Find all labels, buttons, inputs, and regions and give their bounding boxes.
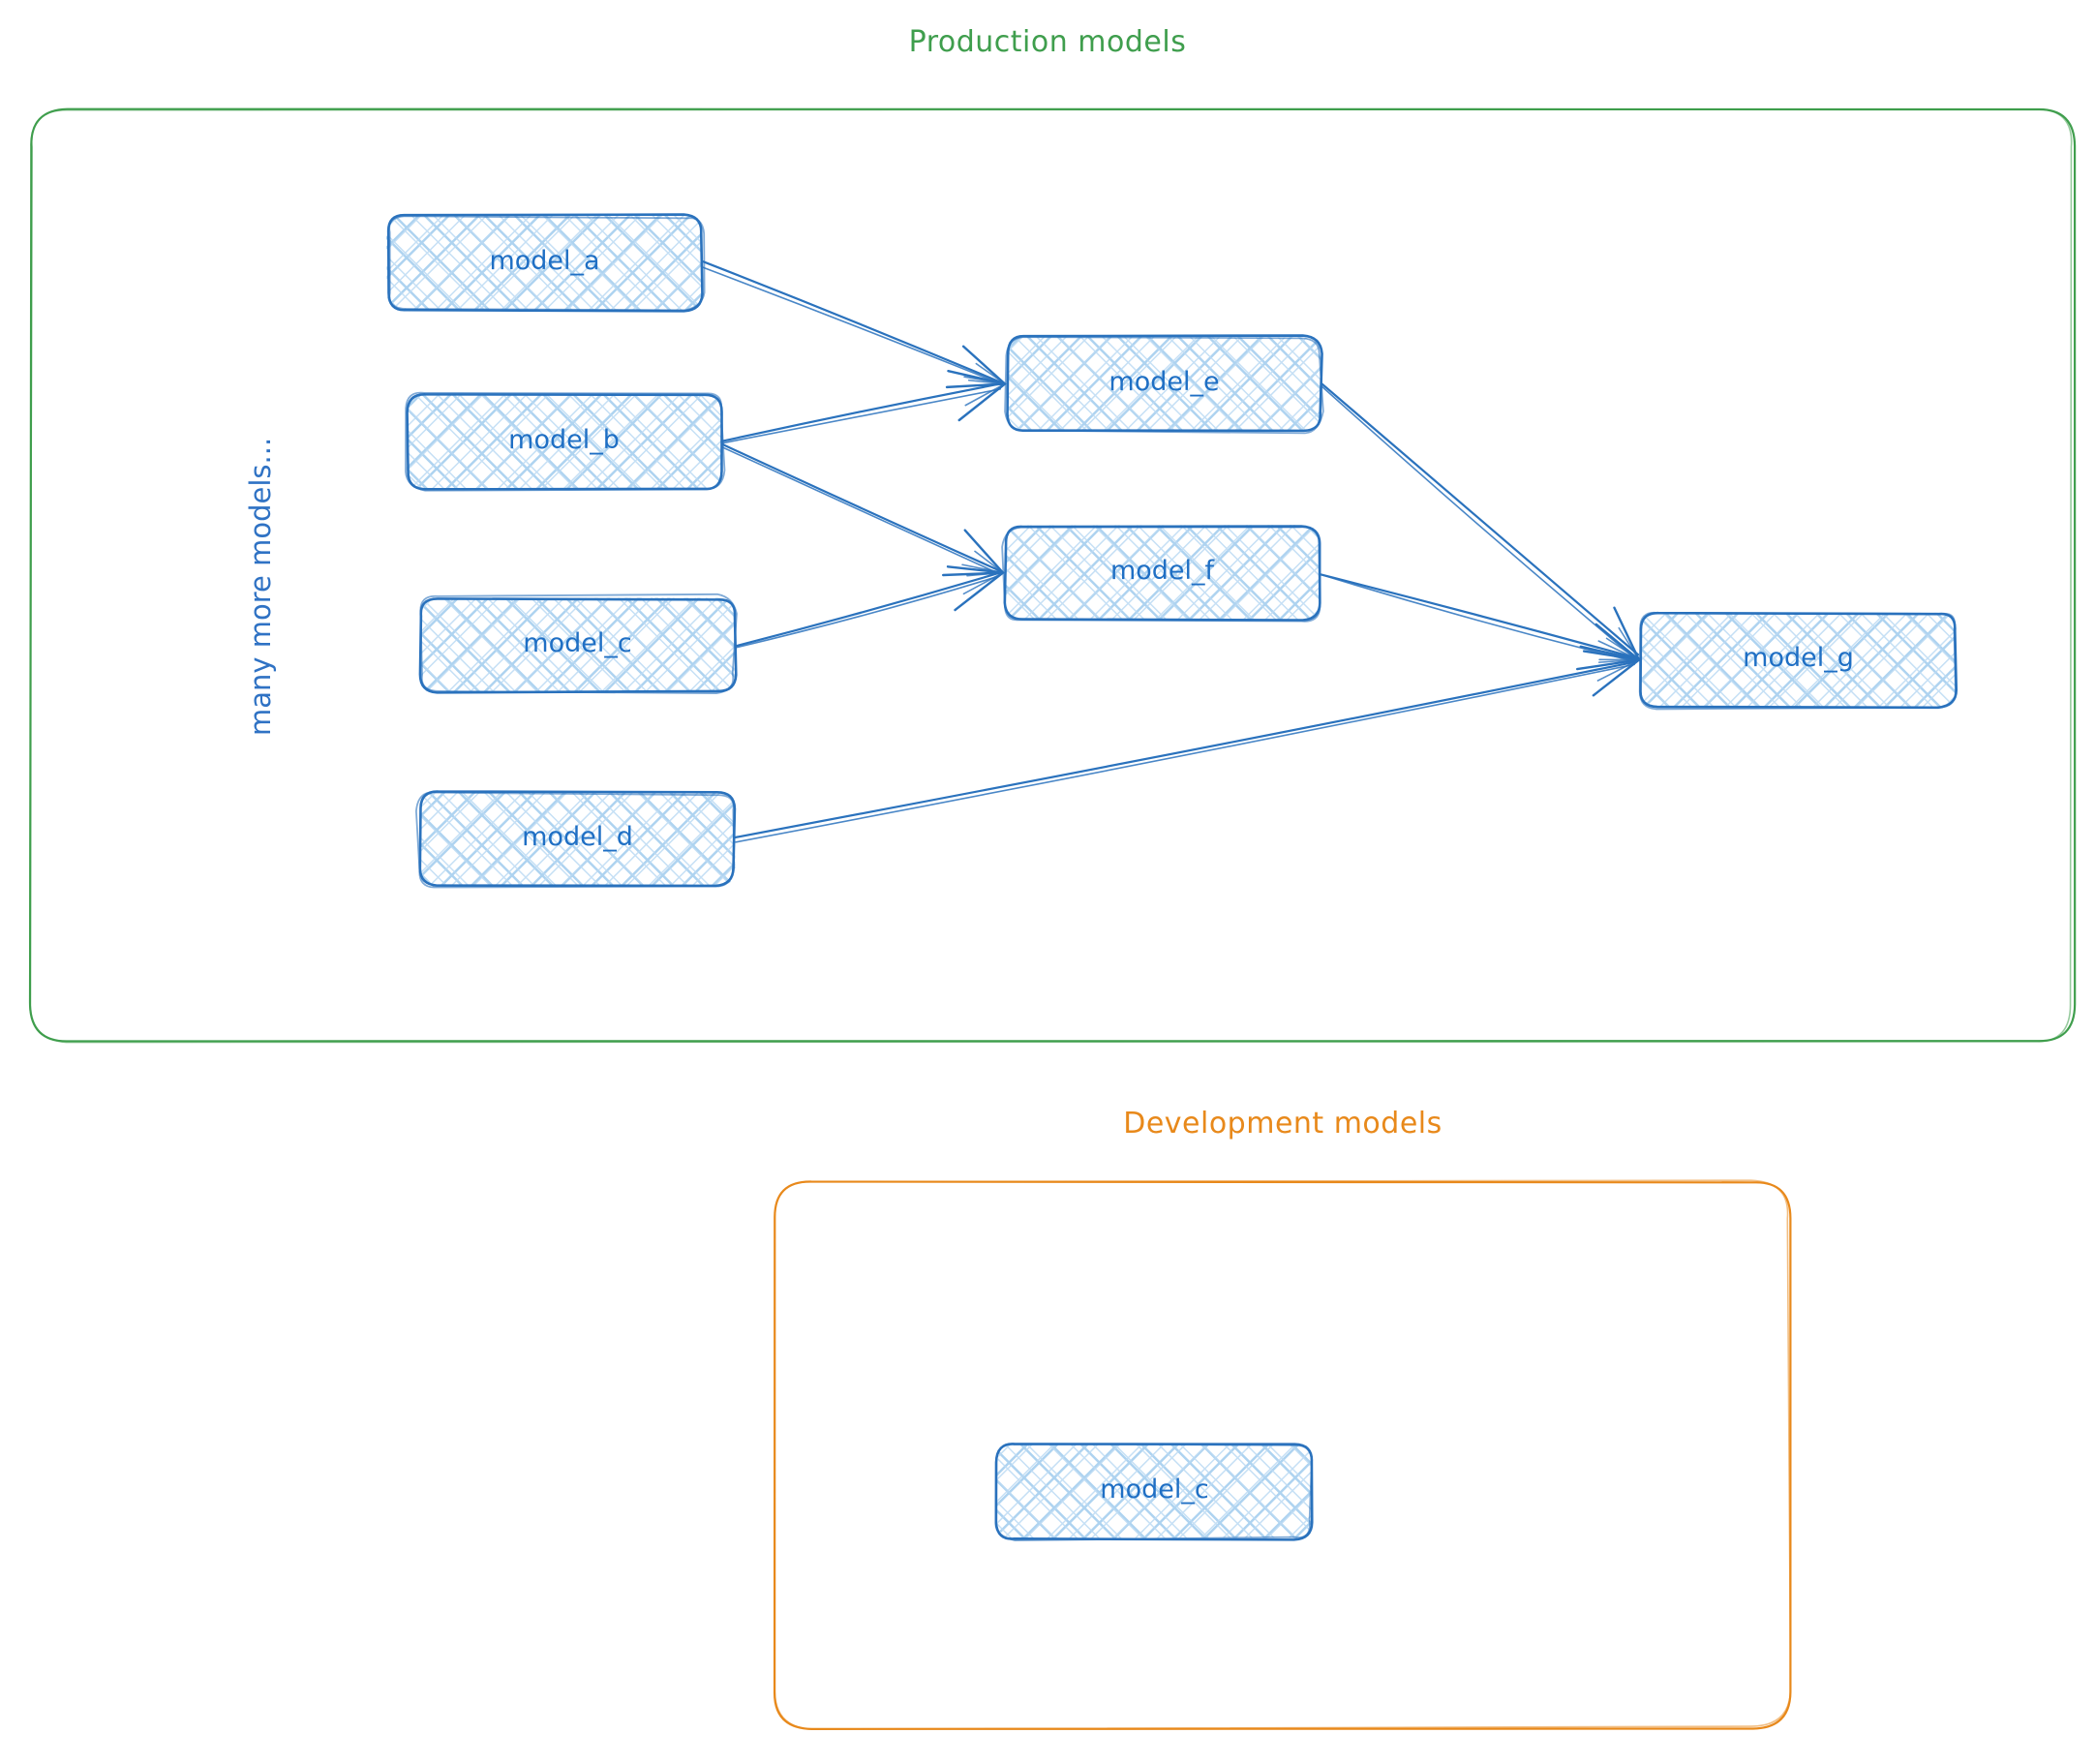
edge-model_e-to-model_g — [1319, 383, 1638, 661]
edge-model_d-to-model_g — [732, 660, 1636, 839]
arrowhead-model_b-to-model_e — [964, 382, 1006, 407]
arrowhead-model_b-to-model_e — [967, 379, 1006, 385]
node-outline-model_c_dev[interactable] — [994, 1443, 1313, 1541]
group-boundary-development — [774, 1179, 1792, 1730]
arrowhead-model_c-to-model_f — [946, 565, 1005, 574]
node-outline-model_g[interactable] — [1638, 611, 1957, 711]
development-group-title: Development models — [1123, 1107, 1442, 1141]
node-outline-model_c[interactable] — [419, 593, 738, 694]
edge-model_a-to-model_e — [700, 265, 1002, 385]
arrowhead-model_d-to-model_g — [1596, 658, 1640, 682]
edge-model_b-to-model_e — [722, 388, 1002, 444]
arrowhead-model_d-to-model_g — [1592, 658, 1641, 697]
arrowhead-model_b-to-model_e — [957, 382, 1007, 422]
arrowhead-model_f-to-model_g — [1594, 623, 1641, 661]
arrowhead-model_a-to-model_e — [975, 362, 1006, 385]
arrowhead-model_e-to-model_g — [1618, 626, 1640, 661]
arrowhead-model_c-to-model_f — [962, 571, 1004, 595]
node-outline-model_e[interactable] — [1004, 336, 1324, 435]
node-fill-overlay-model_c_dev — [997, 1445, 1312, 1538]
arrowhead-model_f-to-model_g — [1605, 637, 1640, 661]
edge-model_b-to-model_f — [719, 442, 1002, 572]
group-boundary-production — [28, 108, 2073, 1044]
node-outline-model_a[interactable] — [388, 215, 706, 312]
node-fill-overlay-model_g — [1640, 612, 1956, 707]
arrowhead-model_d-to-model_g — [1582, 650, 1641, 661]
arrowhead-model_a-to-model_e — [961, 345, 1007, 385]
node-fill-overlay-model_d — [419, 792, 736, 887]
node-outline-model_f[interactable] — [1001, 526, 1321, 623]
edge-model_c-to-model_f — [733, 575, 999, 650]
arrowhead-model_b-to-model_e — [947, 369, 1007, 385]
edge-group — [700, 260, 1641, 843]
production-group-title: Production models — [908, 25, 1187, 59]
arrowhead-model_f-to-model_g — [1575, 658, 1641, 671]
edge-model_a-to-model_e — [702, 260, 1003, 384]
node-outline-model_d[interactable] — [415, 791, 736, 889]
node-fill-overlay-model_e — [1006, 336, 1321, 431]
arrowhead-model_c-to-model_f — [966, 571, 1004, 577]
node-fill-overlay-model_b — [406, 394, 721, 490]
edge-model_c-to-model_f — [734, 571, 1000, 648]
edge-model_e-to-model_g — [1319, 380, 1640, 656]
node-outline-model_b[interactable] — [405, 391, 726, 492]
edge-model_f-to-model_g — [1317, 572, 1637, 659]
node-fill-overlay-model_c — [419, 597, 736, 693]
group-boundary-boxes — [28, 107, 2077, 1730]
arrowhead-model_b-to-model_f — [963, 529, 1005, 574]
node-fill-overlay-model_a — [387, 215, 703, 311]
node-group — [385, 213, 1958, 1541]
arrowhead-model_e-to-model_g — [1613, 606, 1641, 661]
edge-model_b-to-model_e — [720, 382, 1003, 442]
edge-model_d-to-model_g — [735, 663, 1635, 843]
node-fill-overlay-model_f — [1005, 525, 1321, 621]
arrowhead-model_b-to-model_f — [974, 550, 1004, 574]
arrowhead-model_c-to-model_f — [954, 571, 1005, 612]
edge-model_b-to-model_f — [718, 444, 1000, 575]
edge-model_f-to-model_g — [1319, 573, 1636, 662]
